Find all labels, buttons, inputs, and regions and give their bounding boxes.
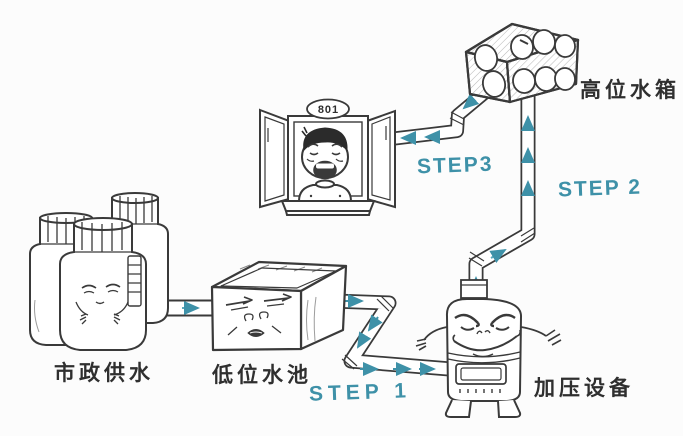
high-level-tank [464,22,580,104]
pool-face [225,293,292,337]
label-pressure-equipment: 加压设备 [534,377,634,400]
label-step2: STEP 2 [557,175,643,202]
municipal-water-supply [29,192,169,351]
label-high-tank: 高位水箱 [580,79,680,102]
window-801 [259,98,396,216]
tank-cells [473,29,576,98]
jug-front [59,217,147,351]
room-number-badge [306,98,350,120]
label-step3: STEP3 [416,152,494,179]
pipe-step2 [468,96,536,298]
room-number-label: 801 [317,103,340,116]
pipe-step3 [389,84,493,146]
pressurization-equipment [415,279,562,418]
pipe-step1 [333,293,451,377]
label-municipal-supply: 市政供水 [54,362,154,385]
equipment-face [452,313,521,358]
resident-801 [297,126,353,202]
jug-face [75,283,129,325]
label-step1: STEP 1 [308,379,412,406]
low-level-pool [210,260,348,352]
label-low-pool: 低位水池 [212,364,312,387]
